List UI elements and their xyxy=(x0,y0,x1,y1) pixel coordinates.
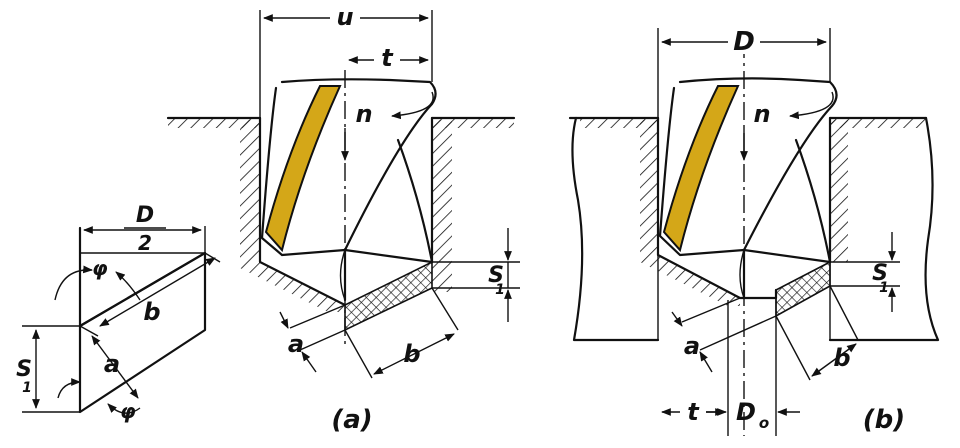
rotation-arrow xyxy=(391,91,434,120)
left-detail: D 2 φ b a S 1 φ xyxy=(16,203,221,423)
s1-subscript: 1 xyxy=(495,282,505,298)
n-label: n xyxy=(753,100,770,128)
chip-section xyxy=(344,260,433,332)
b-label: b xyxy=(833,344,850,372)
s1-label: S xyxy=(488,263,504,288)
chip-section xyxy=(775,260,831,318)
caption-a: (a) xyxy=(331,405,372,435)
a-dimension xyxy=(91,335,139,399)
D-label: D xyxy=(733,27,755,57)
b-dimension xyxy=(373,333,455,375)
a-label: a xyxy=(104,350,120,378)
phi-bottom-arrow xyxy=(57,378,81,399)
d-half-numerator: D xyxy=(136,203,154,228)
t-label: t xyxy=(687,398,700,426)
caption-b: (b) xyxy=(863,405,905,435)
phi-top-arrow xyxy=(54,265,93,301)
a-label: a xyxy=(288,330,304,358)
d0-subscript: o xyxy=(759,414,769,432)
d0-label: D xyxy=(736,398,756,426)
t-label: t xyxy=(381,44,394,72)
workpiece-left-edge xyxy=(571,116,660,342)
b-label: b xyxy=(143,298,160,326)
figure-a: n u t S 1 a b (a) xyxy=(166,3,520,435)
phi-bottom-label: φ xyxy=(120,399,136,423)
b-dimension xyxy=(99,257,216,327)
workpiece-right-edge xyxy=(828,116,940,342)
b-label: b xyxy=(403,340,420,368)
n-label: n xyxy=(355,100,372,128)
s1-subscript: 1 xyxy=(22,380,32,396)
carbide-insert xyxy=(662,85,740,253)
a-label: a xyxy=(684,332,700,360)
hole-wall-hatch xyxy=(240,120,345,312)
carbide-insert xyxy=(264,85,342,253)
d-half-denominator: 2 xyxy=(138,231,152,255)
s1-subscript: 1 xyxy=(879,280,889,296)
s1-label: S xyxy=(872,261,888,286)
u-label: u xyxy=(336,3,353,31)
drill-body xyxy=(280,78,437,302)
s1-label: S xyxy=(16,357,32,382)
hole-left-wall xyxy=(258,116,347,307)
b-dimension xyxy=(811,343,857,377)
figure-b: n D S 1 a b t D o (b) xyxy=(568,26,940,436)
phi-top-label: φ xyxy=(92,256,108,280)
